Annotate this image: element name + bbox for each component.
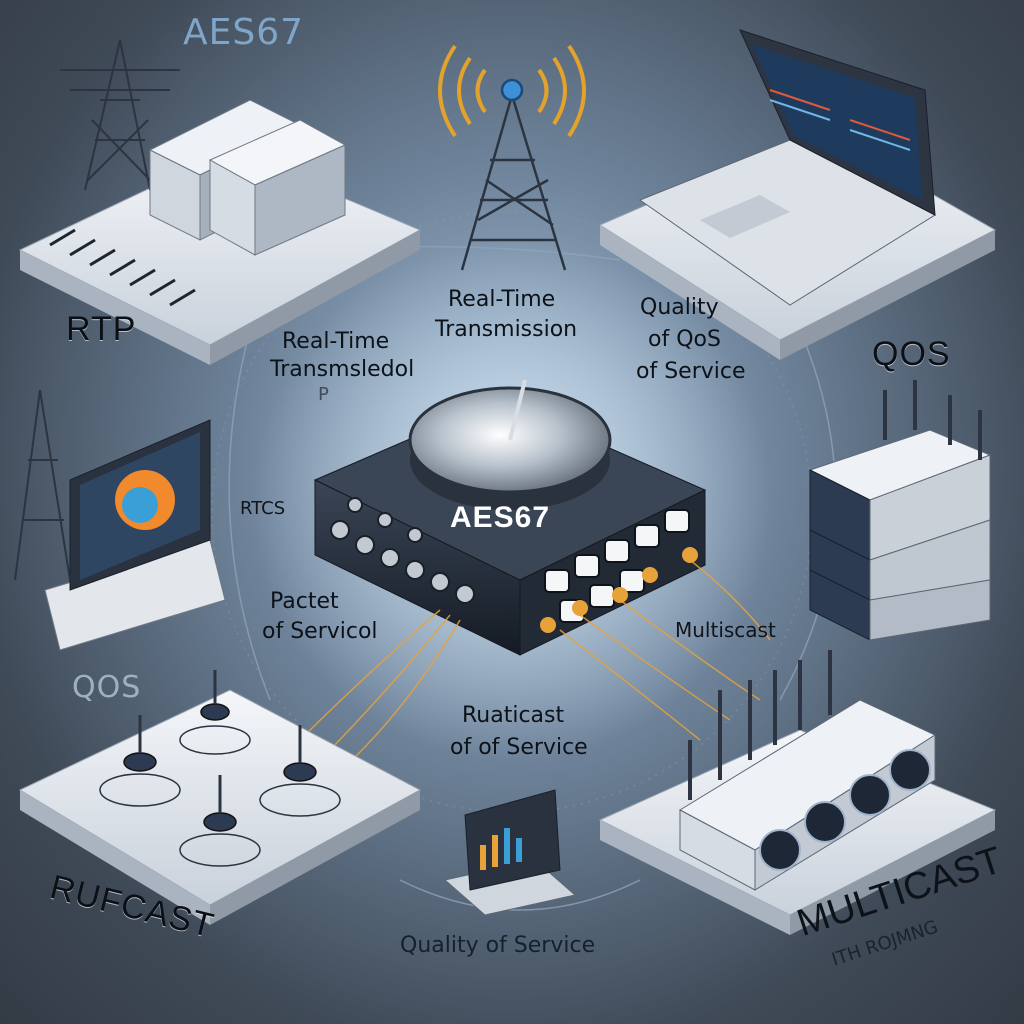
diagram-title: AES67 [183,12,305,53]
callout-packet-2: of Servicol [262,619,378,644]
callout-rtcs: RTCS [240,498,286,519]
callout-quality-2: of QoS [648,327,721,352]
rtp-platform [18,39,422,365]
callout-quality-bottom: Quality of Service [400,933,596,958]
callout-multicast-side: Multiscast [675,618,776,642]
callout-ruaticast-2: of of Service [450,735,588,760]
rack-stack [808,380,992,641]
callout-realtime-left-1: Real-Time [282,329,390,354]
callout-packet-1: Pactet [270,589,339,614]
callout-realtime-left-2: Transmsledol [270,357,415,382]
monitor-unit [14,389,226,651]
rufcast-platform [18,670,422,925]
callout-realtime-center-2: Transmission [435,317,578,342]
small-laptop [443,789,577,916]
callout-ruaticast-1: Ruaticast [462,703,565,728]
qos-platform [598,29,997,360]
label-rtp: RTP [66,310,137,348]
multicast-platform [598,650,997,935]
aes67-device [313,379,707,656]
label-qos-left: QOS [72,670,142,705]
antenna-tower [438,44,586,271]
device-label: AES67 [450,501,551,534]
callout-realtime-center-1: Real-Time [448,287,556,312]
callout-realtime-left-3: P [318,384,329,405]
callout-quality-1: Quality [640,295,719,320]
label-qos-top: QOS [872,335,951,373]
callout-quality-3: of Service [636,359,746,384]
